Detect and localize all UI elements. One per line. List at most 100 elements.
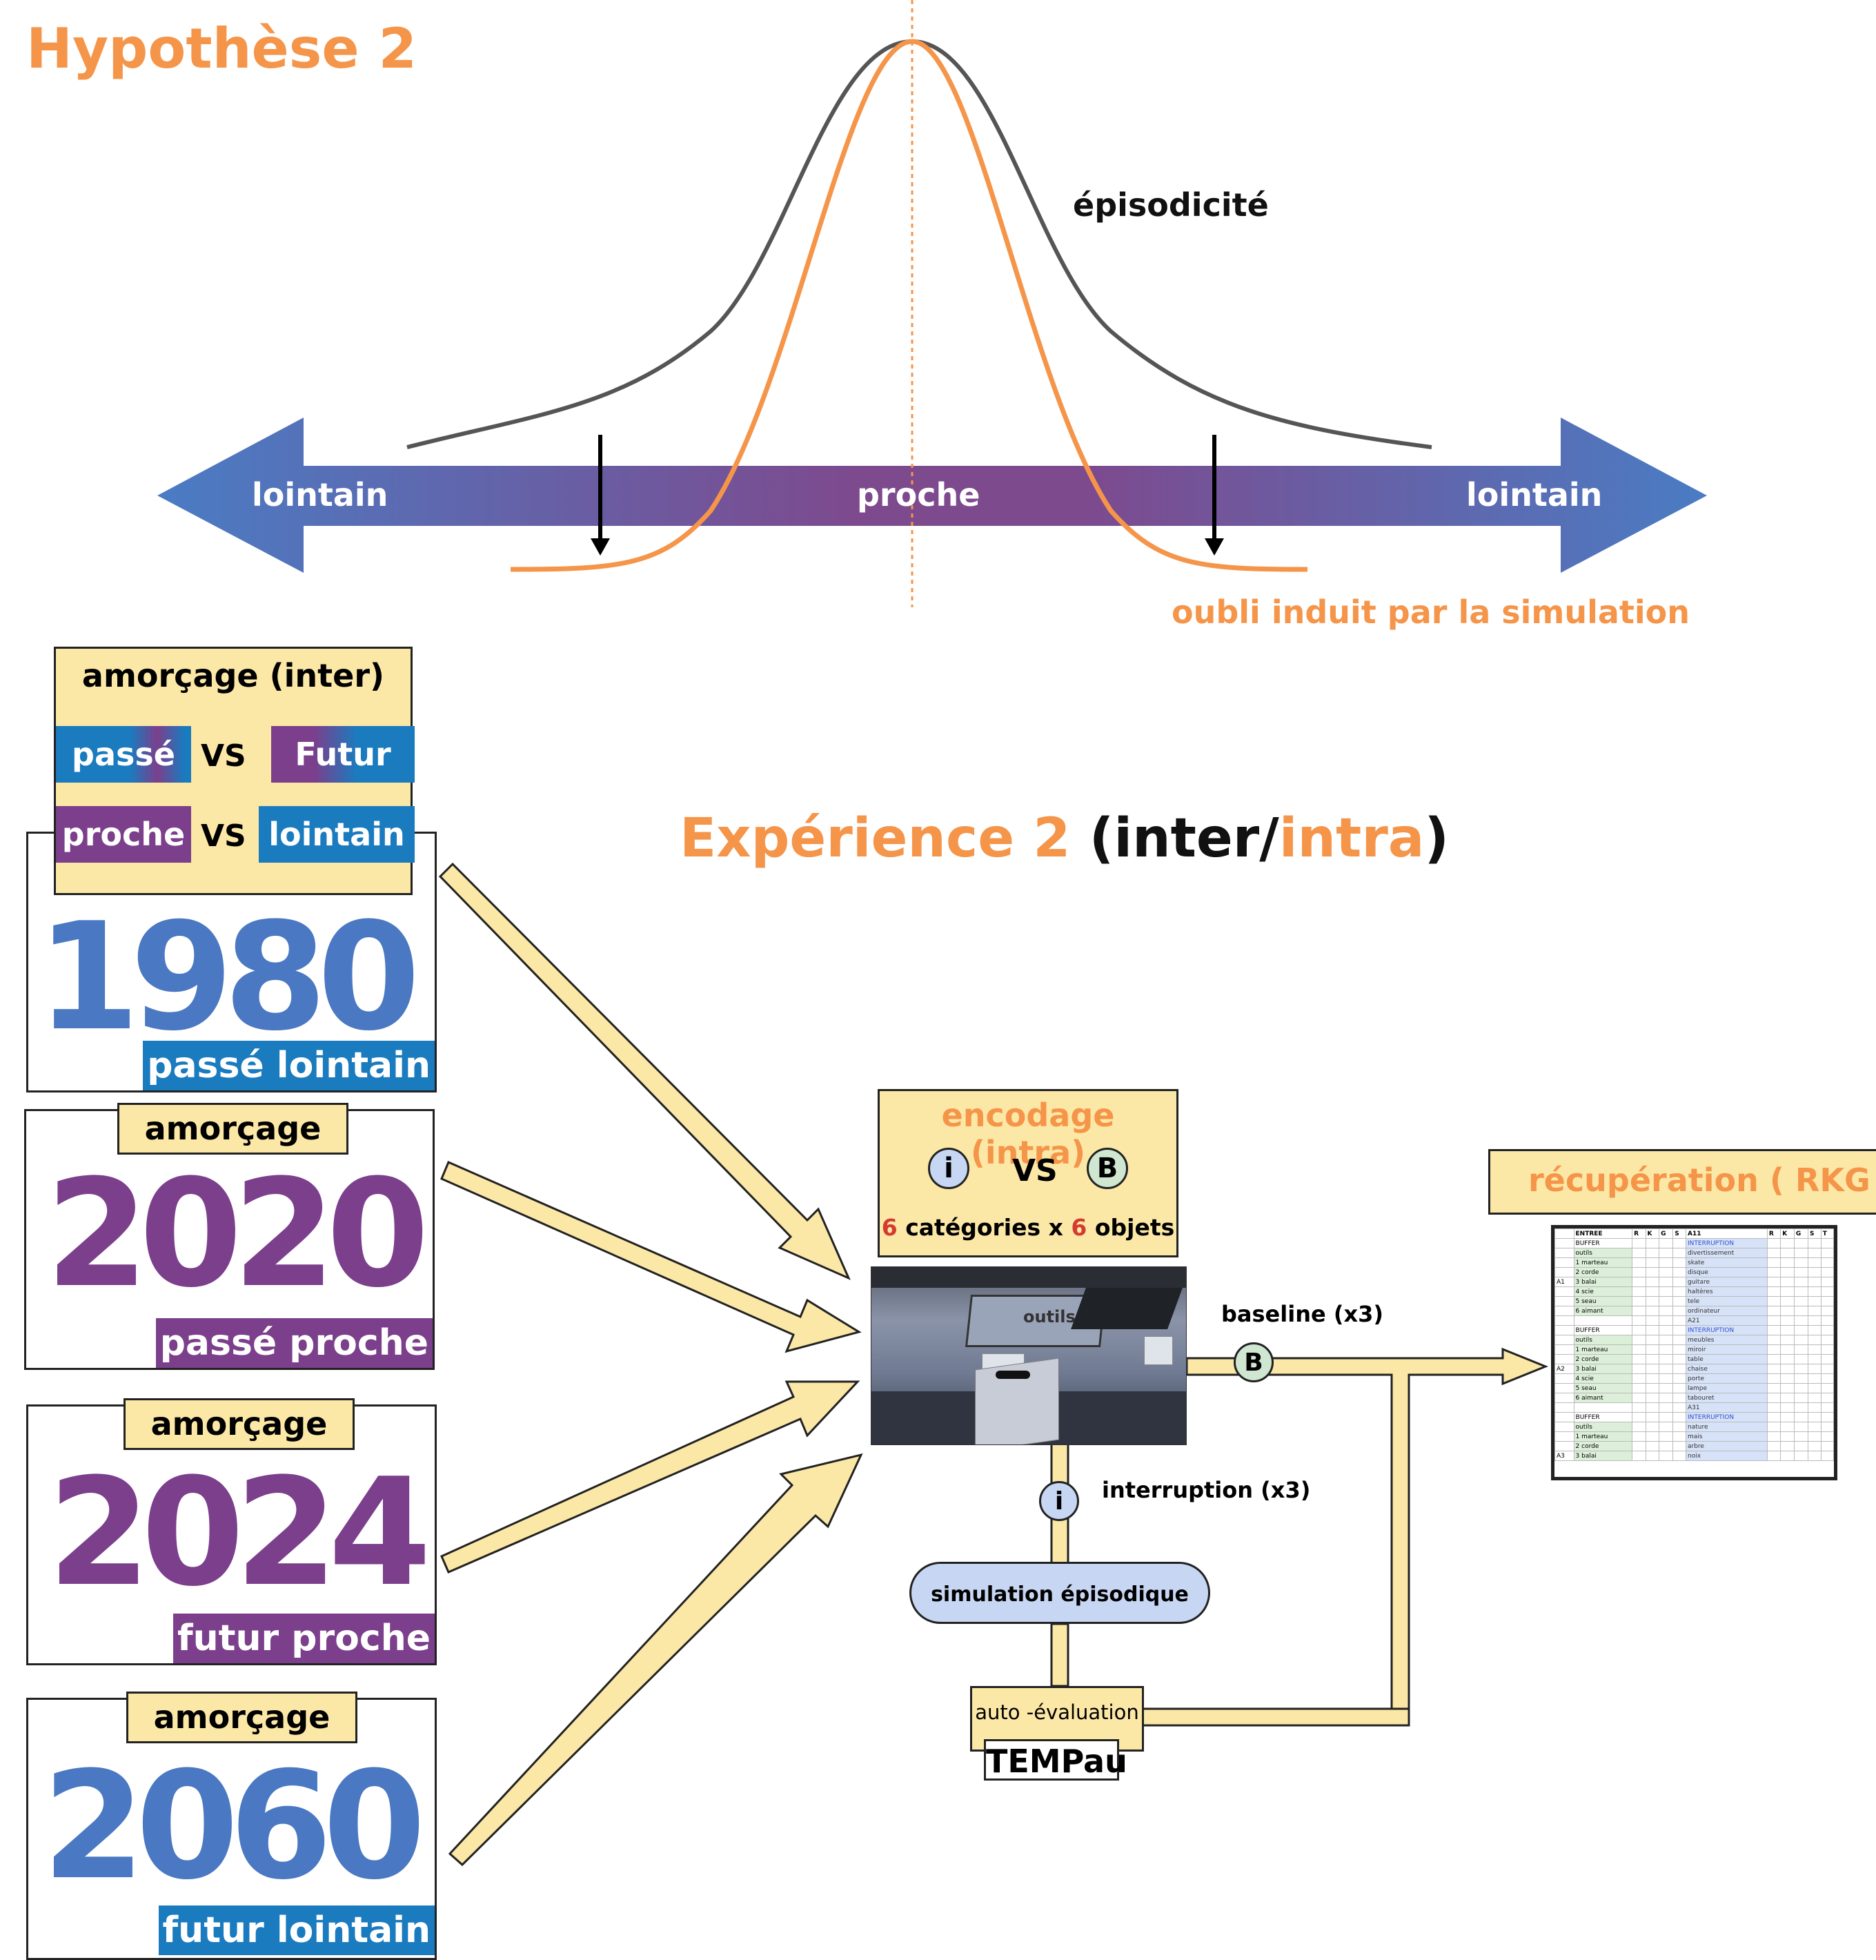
sheet-cell-empty	[1632, 1422, 1646, 1432]
sheet-cell-empty	[1820, 1335, 1834, 1345]
sheet-cell-probe: noix	[1686, 1451, 1768, 1461]
sheet-cell-entry: 6 aimant	[1573, 1393, 1633, 1403]
sheet-cell-entry: 3 balai	[1573, 1364, 1633, 1374]
retrieval-box: récupération ( RKG +	[1488, 1149, 1876, 1215]
sheet-cell-probe: table	[1686, 1354, 1768, 1364]
encoding-title: encodage (intra)	[941, 1097, 1115, 1171]
sheet-cell-empty	[1780, 1248, 1795, 1258]
sheet-cell-empty	[1672, 1422, 1686, 1432]
sheet-cell-empty	[1780, 1267, 1795, 1277]
sheet-row-label	[1554, 1267, 1574, 1277]
sheet-cell-entry: 5 seau	[1573, 1383, 1633, 1393]
sheet-cell-empty	[1780, 1335, 1795, 1345]
sheet-cell-empty	[1820, 1364, 1834, 1374]
sheet-cell-empty	[1793, 1354, 1809, 1364]
encoding-box: encodage (intra) i VS B 6 catégories x 6…	[878, 1089, 1178, 1257]
sheet-cell-probe: INTERRUPTION	[1686, 1238, 1768, 1248]
sheet-cell-empty	[1659, 1257, 1674, 1268]
sheet-row-label	[1554, 1412, 1574, 1422]
sheet-cell-probe: tele	[1686, 1296, 1768, 1306]
down-arrow-right	[1205, 435, 1224, 556]
sheet-cell-probe: lampe	[1686, 1383, 1768, 1393]
sheet-cell-empty	[1780, 1286, 1795, 1297]
sheet-row-label: A1	[1554, 1277, 1574, 1287]
sheet-cell-empty	[1780, 1315, 1795, 1326]
sheet-cell-empty	[1808, 1451, 1821, 1461]
sheet-cell-empty	[1766, 1364, 1781, 1374]
table-row: A31	[1554, 1402, 1834, 1413]
sheet-cell-empty	[1808, 1238, 1821, 1248]
sheet-cell-empty	[1793, 1238, 1809, 1248]
sheet-cell-empty	[1659, 1267, 1674, 1277]
sheet-row-label	[1554, 1373, 1574, 1384]
sheet-cell-empty	[1632, 1306, 1646, 1316]
sheet-cell-empty	[1645, 1402, 1660, 1413]
sheet-cell-empty	[1808, 1296, 1821, 1306]
sheet-header-cell: G	[1793, 1228, 1809, 1239]
sheet-cell-empty	[1766, 1422, 1781, 1432]
table-row: 5 seau lampe	[1554, 1383, 1834, 1393]
sheet-cell-empty	[1808, 1315, 1821, 1326]
sheet-cell-entry: 3 balai	[1573, 1277, 1633, 1287]
sheet-cell-empty	[1766, 1393, 1781, 1403]
year-label: futur proche	[173, 1614, 435, 1663]
sheet-row-label	[1554, 1354, 1574, 1364]
sheet-cell-empty	[1808, 1286, 1821, 1297]
sheet-cell-probe: miroir	[1686, 1344, 1768, 1355]
vs-label-2: VS	[201, 819, 246, 854]
sheet-cell-empty	[1632, 1354, 1646, 1364]
sheet-cell-empty	[1766, 1277, 1781, 1287]
priming-inter-title: amorçage (inter)	[81, 657, 385, 694]
sheet-corner-cell	[1554, 1228, 1574, 1239]
sheet-cell-empty	[1808, 1344, 1821, 1355]
sheet-cell-empty	[1793, 1412, 1809, 1422]
year-value: 2060	[42, 1739, 426, 1912]
baseline-symbol: B	[1087, 1148, 1128, 1189]
encoding-detail: 6 catégories x 6 objets	[880, 1214, 1176, 1241]
sheet-cell-empty	[1645, 1422, 1660, 1432]
sheet-cell-empty	[1780, 1257, 1795, 1268]
sheet-cell-empty	[1820, 1402, 1834, 1413]
sheet-cell-probe: divertissement	[1686, 1248, 1768, 1258]
sheet-cell-empty	[1780, 1325, 1795, 1335]
year-card-2020: amorçage 2020 passé proche	[24, 1103, 435, 1370]
sheet-cell-probe: guitare	[1686, 1277, 1768, 1287]
sheet-cell-entry: 1 marteau	[1573, 1344, 1633, 1355]
sheet-cell-empty	[1808, 1257, 1821, 1268]
sheet-cell-probe: porte	[1686, 1373, 1768, 1384]
sheet-header-cell: K	[1780, 1228, 1795, 1239]
sheet-cell-empty	[1780, 1412, 1795, 1422]
sheet-cell-empty	[1659, 1306, 1674, 1316]
table-row: outils divertissement	[1554, 1248, 1834, 1258]
sheet-cell-entry: BUFFER	[1573, 1412, 1633, 1422]
sheet-cell-empty	[1793, 1422, 1809, 1432]
baseline-node: B	[1234, 1342, 1274, 1382]
sheet-cell-empty	[1645, 1383, 1660, 1393]
object-count: 6	[1071, 1214, 1087, 1241]
sheet-cell-empty	[1820, 1238, 1834, 1248]
experiment-title-open: (	[1089, 807, 1114, 870]
sheet-cell-empty	[1672, 1402, 1686, 1413]
sheet-cell-empty	[1645, 1393, 1660, 1403]
sheet-cell-empty	[1645, 1257, 1660, 1268]
sheet-cell-empty	[1645, 1354, 1660, 1364]
sheet-cell-entry: outils	[1573, 1248, 1633, 1258]
sheet-cell-empty	[1766, 1412, 1781, 1422]
sheet-row-label	[1554, 1383, 1574, 1393]
sheet-cell-empty	[1632, 1325, 1646, 1335]
sheet-row-label	[1554, 1431, 1574, 1442]
priming-inter-box: amorçage (inter) passé VS Futur proche V…	[54, 647, 415, 895]
sheet-cell-entry: outils	[1573, 1422, 1633, 1432]
sheet-header-cell: G	[1659, 1228, 1674, 1239]
sheet-cell-entry: BUFFER	[1573, 1238, 1633, 1248]
sheet-header-cell: S	[1808, 1228, 1821, 1239]
sheet-cell-empty	[1780, 1344, 1795, 1355]
